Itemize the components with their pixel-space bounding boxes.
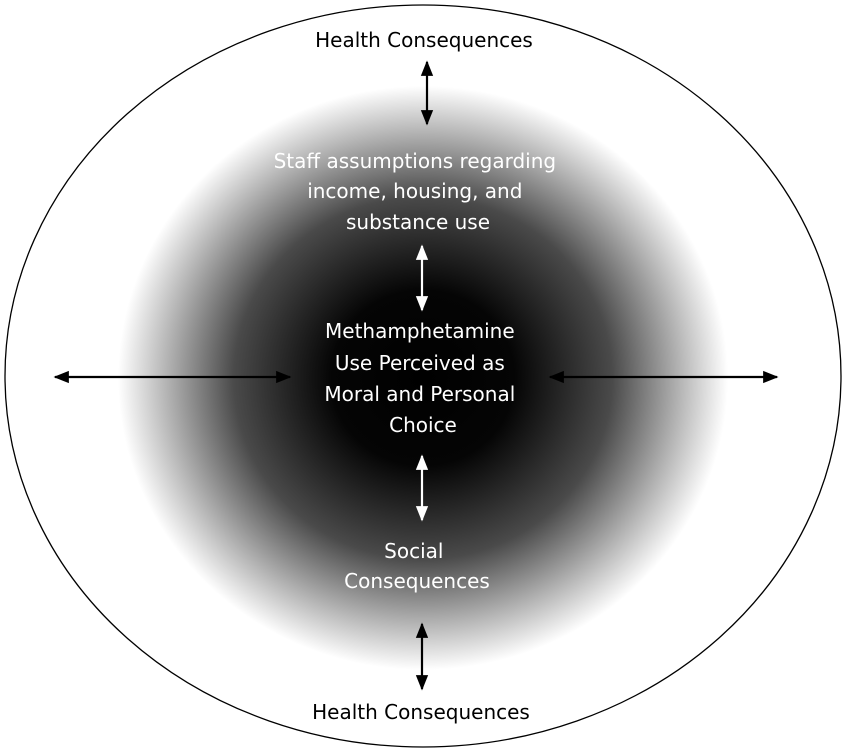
top-health-consequences-label: Health Consequences	[315, 28, 533, 52]
staff-assumptions-line: Staff assumptions regarding	[274, 149, 557, 173]
staff-assumptions-line: income, housing, and	[307, 179, 522, 203]
central-concept-line: Choice	[389, 413, 457, 437]
central-concept-line: Methamphetamine	[325, 319, 515, 343]
central-concept-line: Use Perceived as	[335, 351, 505, 375]
bottom-health-consequences-label: Health Consequences	[312, 700, 530, 724]
central-concept-line: Moral and Personal	[324, 382, 515, 406]
central-concept-text: Methamphetamine Use Perceived as Moral a…	[324, 319, 521, 437]
social-consequences-text: Social Consequences	[344, 539, 490, 593]
staff-assumptions-text: Staff assumptions regarding income, hous…	[274, 149, 563, 234]
gradient-core	[118, 86, 728, 670]
staff-assumptions-line: substance use	[346, 210, 490, 234]
social-consequences-line: Social	[384, 539, 443, 563]
social-consequences-line: Consequences	[344, 569, 490, 593]
